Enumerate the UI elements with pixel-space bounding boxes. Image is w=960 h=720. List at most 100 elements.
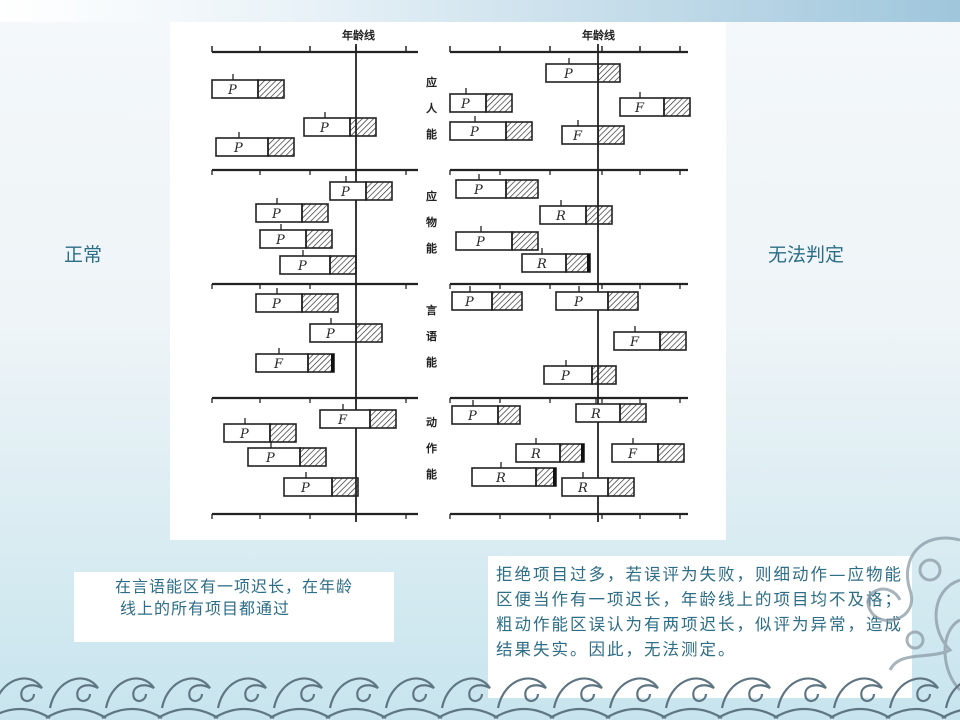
age-line-label-left: 年龄线 xyxy=(342,28,375,42)
section-label-char: 能 xyxy=(426,467,437,481)
wave-line xyxy=(437,708,499,719)
item-bar-letter: F xyxy=(273,357,284,372)
item-bar-hatch xyxy=(299,447,327,467)
item-bar-letter: R xyxy=(536,257,547,272)
wave-curl xyxy=(160,677,211,709)
item-bar-letter: P xyxy=(469,125,479,140)
wave-line xyxy=(101,708,163,719)
item-bar-letter: R xyxy=(530,447,541,462)
item-bar-hatch xyxy=(349,117,377,137)
wave-curl xyxy=(272,677,323,709)
item-bar-letter: P xyxy=(460,97,470,112)
item-bar-end xyxy=(587,254,590,272)
section-label-char: 言 xyxy=(426,303,437,317)
item-bar-hatch xyxy=(607,477,635,497)
item-bar-hatch xyxy=(331,477,359,497)
item-bar-hatch xyxy=(269,423,297,443)
item-bar-letter: P xyxy=(271,297,281,312)
item-bar-hatch xyxy=(559,443,585,463)
item-bar-letter: P xyxy=(340,185,350,200)
section-label-char: 能 xyxy=(426,241,437,255)
item-bar-end xyxy=(331,354,334,372)
item-bar-letter: P xyxy=(239,427,249,442)
wave-line xyxy=(661,708,723,719)
wave-curl xyxy=(720,677,771,709)
item-bar-hatch xyxy=(505,179,539,199)
item-bar-hatch xyxy=(659,331,687,351)
wave-curl xyxy=(496,677,547,709)
wave-curl xyxy=(0,677,43,703)
item-bar-hatch xyxy=(607,291,639,311)
wave-curl xyxy=(440,677,491,709)
item-bar-hatch xyxy=(301,203,329,223)
wave-curl xyxy=(608,677,659,709)
item-bar-hatch xyxy=(511,231,539,251)
item-bar-letter: P xyxy=(300,481,310,496)
item-bar-letter: P xyxy=(297,259,307,274)
item-bar-letter: R xyxy=(495,471,506,486)
wave-line xyxy=(325,708,387,719)
item-bar-letter: P xyxy=(325,327,335,342)
item-bar-letter: P xyxy=(563,67,573,82)
item-bar-letter: F xyxy=(629,335,640,350)
wave-curl xyxy=(944,683,960,709)
item-bar-hatch xyxy=(365,181,393,201)
item-bar-end xyxy=(581,444,584,462)
wave-line xyxy=(885,708,947,719)
item-bar-letter: P xyxy=(227,83,237,98)
section-label-char: 作 xyxy=(426,441,437,455)
item-bar-hatch xyxy=(597,63,621,83)
section-label-char: 语 xyxy=(426,329,437,343)
item-bar-letter: P xyxy=(473,183,483,198)
section-label-char: 人 xyxy=(426,101,438,115)
wave-border xyxy=(0,677,960,719)
item-bar-hatch xyxy=(491,291,523,311)
item-bar-letter: P xyxy=(233,141,243,156)
wave-curl xyxy=(104,677,155,709)
wave-line xyxy=(269,708,331,719)
wave-curl xyxy=(328,677,379,709)
item-bar-hatch xyxy=(591,365,617,385)
item-bar-hatch xyxy=(657,443,685,463)
wave-curl xyxy=(216,677,267,709)
wave-curl xyxy=(384,677,435,709)
wave-curl xyxy=(776,677,827,709)
wave-line xyxy=(829,708,891,719)
wave-line xyxy=(605,708,667,719)
section-label-char: 能 xyxy=(426,355,437,369)
item-bar-hatch xyxy=(267,137,295,157)
wave-curl xyxy=(48,677,99,709)
section-label-char: 能 xyxy=(426,127,437,141)
section-label-char: 应 xyxy=(426,75,437,89)
item-bar-hatch xyxy=(329,255,357,275)
wave-line xyxy=(941,709,960,719)
item-bar-hatch xyxy=(485,93,513,113)
item-bar-letter: P xyxy=(319,121,329,136)
item-bar-letter: P xyxy=(467,409,477,424)
item-bar-hatch xyxy=(597,125,625,145)
item-bar-letter: P xyxy=(475,235,485,250)
item-bar-letter: P xyxy=(464,295,474,310)
wave-line xyxy=(381,708,443,719)
item-bar-letter: R xyxy=(590,407,601,422)
section-label-char: 应 xyxy=(426,189,437,203)
wave-curl xyxy=(552,677,603,709)
item-bar-hatch xyxy=(505,121,533,141)
wave-line xyxy=(549,708,611,719)
item-bar-hatch xyxy=(307,353,335,373)
item-bar-letter: R xyxy=(577,481,588,496)
item-bar-letter: P xyxy=(573,295,583,310)
item-bar-letter: P xyxy=(271,207,281,222)
item-bar-hatch xyxy=(585,205,613,225)
section-label-char: 动 xyxy=(426,415,437,429)
top-gradient-bar xyxy=(0,0,960,22)
wave-line xyxy=(493,708,555,719)
item-bar-hatch xyxy=(369,409,397,429)
note-right: 拒绝项目过多，若误评为失败，则细动作—应物能区便当作有一项迟长，年龄线上的项目均… xyxy=(488,556,912,698)
item-bar-hatch xyxy=(565,253,591,273)
item-bar-letter: F xyxy=(572,129,583,144)
item-bar-letter: F xyxy=(634,101,645,116)
note-left: 在言语能区有一项迟长，在年龄 线上的所有项目都通过 xyxy=(74,572,394,642)
wave-curl xyxy=(664,677,715,709)
